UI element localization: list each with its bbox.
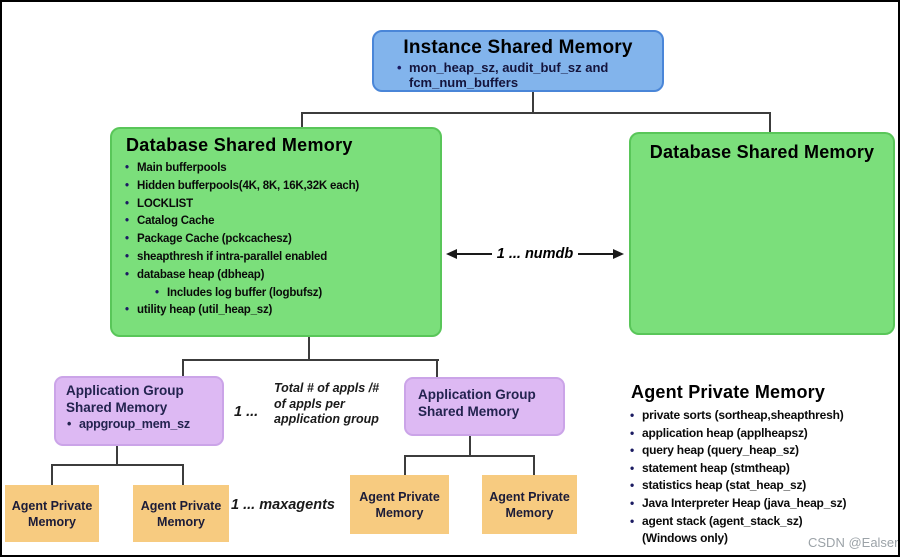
appgroup-left-bullet: appgroup_mem_sz <box>66 417 214 431</box>
connector-line <box>51 464 53 485</box>
db-memory-item: utility heap (util_heap_sz) <box>124 302 430 320</box>
agent-memory-item: statement heap (stmtheap) <box>629 460 897 478</box>
connector-line <box>182 359 184 377</box>
agent-private-memory-section: private sorts (sortheap,sheapthresh) app… <box>629 407 897 548</box>
connector-line <box>308 337 310 360</box>
maxagents-label: 1 ... maxagents <box>231 497 335 513</box>
left-arrowhead-icon <box>446 249 457 259</box>
agent-private-memory-box: Agent Private Memory <box>350 475 449 534</box>
appls-count-label: Total # of appls /# of appls per applica… <box>274 381 380 426</box>
db-memory-item: Hidden bufferpools(4K, 8K, 16K,32K each) <box>124 178 430 196</box>
connector-line <box>404 455 535 457</box>
appgroup-right-title-line2: Shared Memory <box>418 403 520 419</box>
connector-line <box>436 359 438 378</box>
appgroup-left-title-line1: Application Group <box>66 383 184 398</box>
db-memory-item: Package Cache (pckcachesz) <box>124 231 430 249</box>
agent-memory-item: private sorts (sortheap,sheapthresh) <box>629 407 897 425</box>
connector-line <box>116 445 118 465</box>
numdb-arrow-label: 1 ... numdb <box>496 246 574 262</box>
db-memory-item: sheapthresh if intra-parallel enabled <box>124 249 430 267</box>
connector-line <box>301 112 303 128</box>
agent-memory-item: application heap (applheapsz) <box>629 425 897 443</box>
connector-line <box>182 359 439 361</box>
db-memory-subitem: Includes log buffer (logbufsz) <box>154 285 430 303</box>
application-group-left-box: Application Group Shared Memory appgroup… <box>54 376 224 446</box>
agent-memory-item: query heap (query_heap_sz) <box>629 442 897 460</box>
connector-line <box>51 464 184 466</box>
database-shared-memory-right-title: Database Shared Memory <box>649 142 875 162</box>
appgroup-left-title-line2: Shared Memory <box>66 399 168 415</box>
agent-memory-item: agent stack (agent_stack_sz) <box>629 513 897 531</box>
agent-memory-item: Java Interpreter Heap (java_heap_sz) <box>629 495 897 513</box>
instance-title: Instance Shared Memory <box>403 37 633 58</box>
agent-private-memory-box: Agent Private Memory <box>482 475 577 534</box>
connector-line <box>182 464 184 485</box>
agent-memory-item: statistics heap (stat_heap_sz) <box>629 477 897 495</box>
numdb-arrow: 1 ... numdb <box>446 243 624 265</box>
agent-private-memory-box: Agent Private Memory <box>133 485 229 542</box>
arrow-line <box>578 253 613 255</box>
instance-bullet-line1: mon_heap_sz, audit_buf_sz and <box>409 60 609 75</box>
connector-line <box>301 112 771 114</box>
instance-shared-memory-box: Instance Shared Memory mon_heap_sz, audi… <box>372 30 664 92</box>
connector-line <box>404 455 406 475</box>
watermark: CSDN @Ealser <box>808 535 899 550</box>
db-memory-item: database heap (dbheap) <box>124 267 430 285</box>
instance-bullet-line2: fcm_num_buffers <box>409 75 519 90</box>
agent-private-memory-title: Agent Private Memory <box>631 382 826 402</box>
db-memory-item: Main bufferpools <box>124 160 430 178</box>
db-memory-item: LOCKLIST <box>124 196 430 214</box>
connector-line <box>769 112 771 133</box>
database-shared-memory-left-title: Database Shared Memory <box>126 135 353 155</box>
agent-memory-note: (Windows only) <box>642 531 728 546</box>
db-memory-item: Catalog Cache <box>124 213 430 231</box>
database-shared-memory-right-box: Database Shared Memory <box>629 132 895 335</box>
database-shared-memory-left-box: Database Shared Memory Main bufferpools … <box>110 127 442 337</box>
connector-line <box>469 435 471 456</box>
appls-count-prefix: 1 ... <box>234 404 259 420</box>
application-group-right-box: Application Group Shared Memory <box>404 377 565 436</box>
connector-line <box>532 91 534 113</box>
right-arrowhead-icon <box>613 249 624 259</box>
connector-line <box>533 455 535 475</box>
agent-private-memory-box: Agent Private Memory <box>5 485 99 542</box>
appgroup-right-title-line1: Application Group <box>418 387 536 402</box>
arrow-line <box>457 253 492 255</box>
